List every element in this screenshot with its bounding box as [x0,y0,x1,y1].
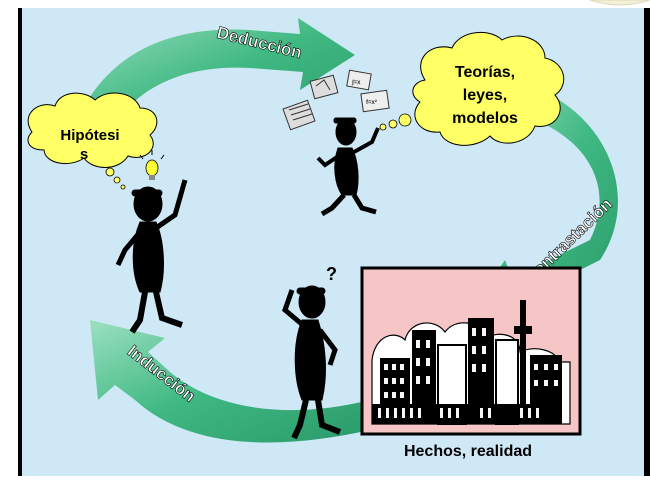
paper-formula-2: ∫=x [351,79,361,86]
right-border [644,8,650,476]
hypothesis-label-2: s [80,146,88,163]
hypothesis-cloud [27,92,158,190]
theories-label-2: leyes, [463,87,507,104]
puzzled-figure [282,285,342,440]
corner-decoration [589,0,650,6]
theories-label-3: modelos [452,110,518,127]
hypothesis-label-1: Hipótesi [60,127,119,144]
theories-cloud [379,31,565,146]
papers-icon: f=x² ∫=x [282,69,390,131]
paper-formula: f=x² [366,99,377,106]
thinker-figure [316,117,380,217]
city-icon [360,266,582,436]
question-icon: ? [326,264,337,284]
deduction-arrow [70,18,355,140]
lightbulb-icon [139,150,165,180]
facts-label: Hechos, realidad [404,443,532,460]
pointing-figure [115,179,188,334]
contrast-arrow [470,90,618,318]
left-border [18,8,22,476]
induction-arrow [90,320,370,443]
theories-label-1: Teorías, [455,64,515,81]
